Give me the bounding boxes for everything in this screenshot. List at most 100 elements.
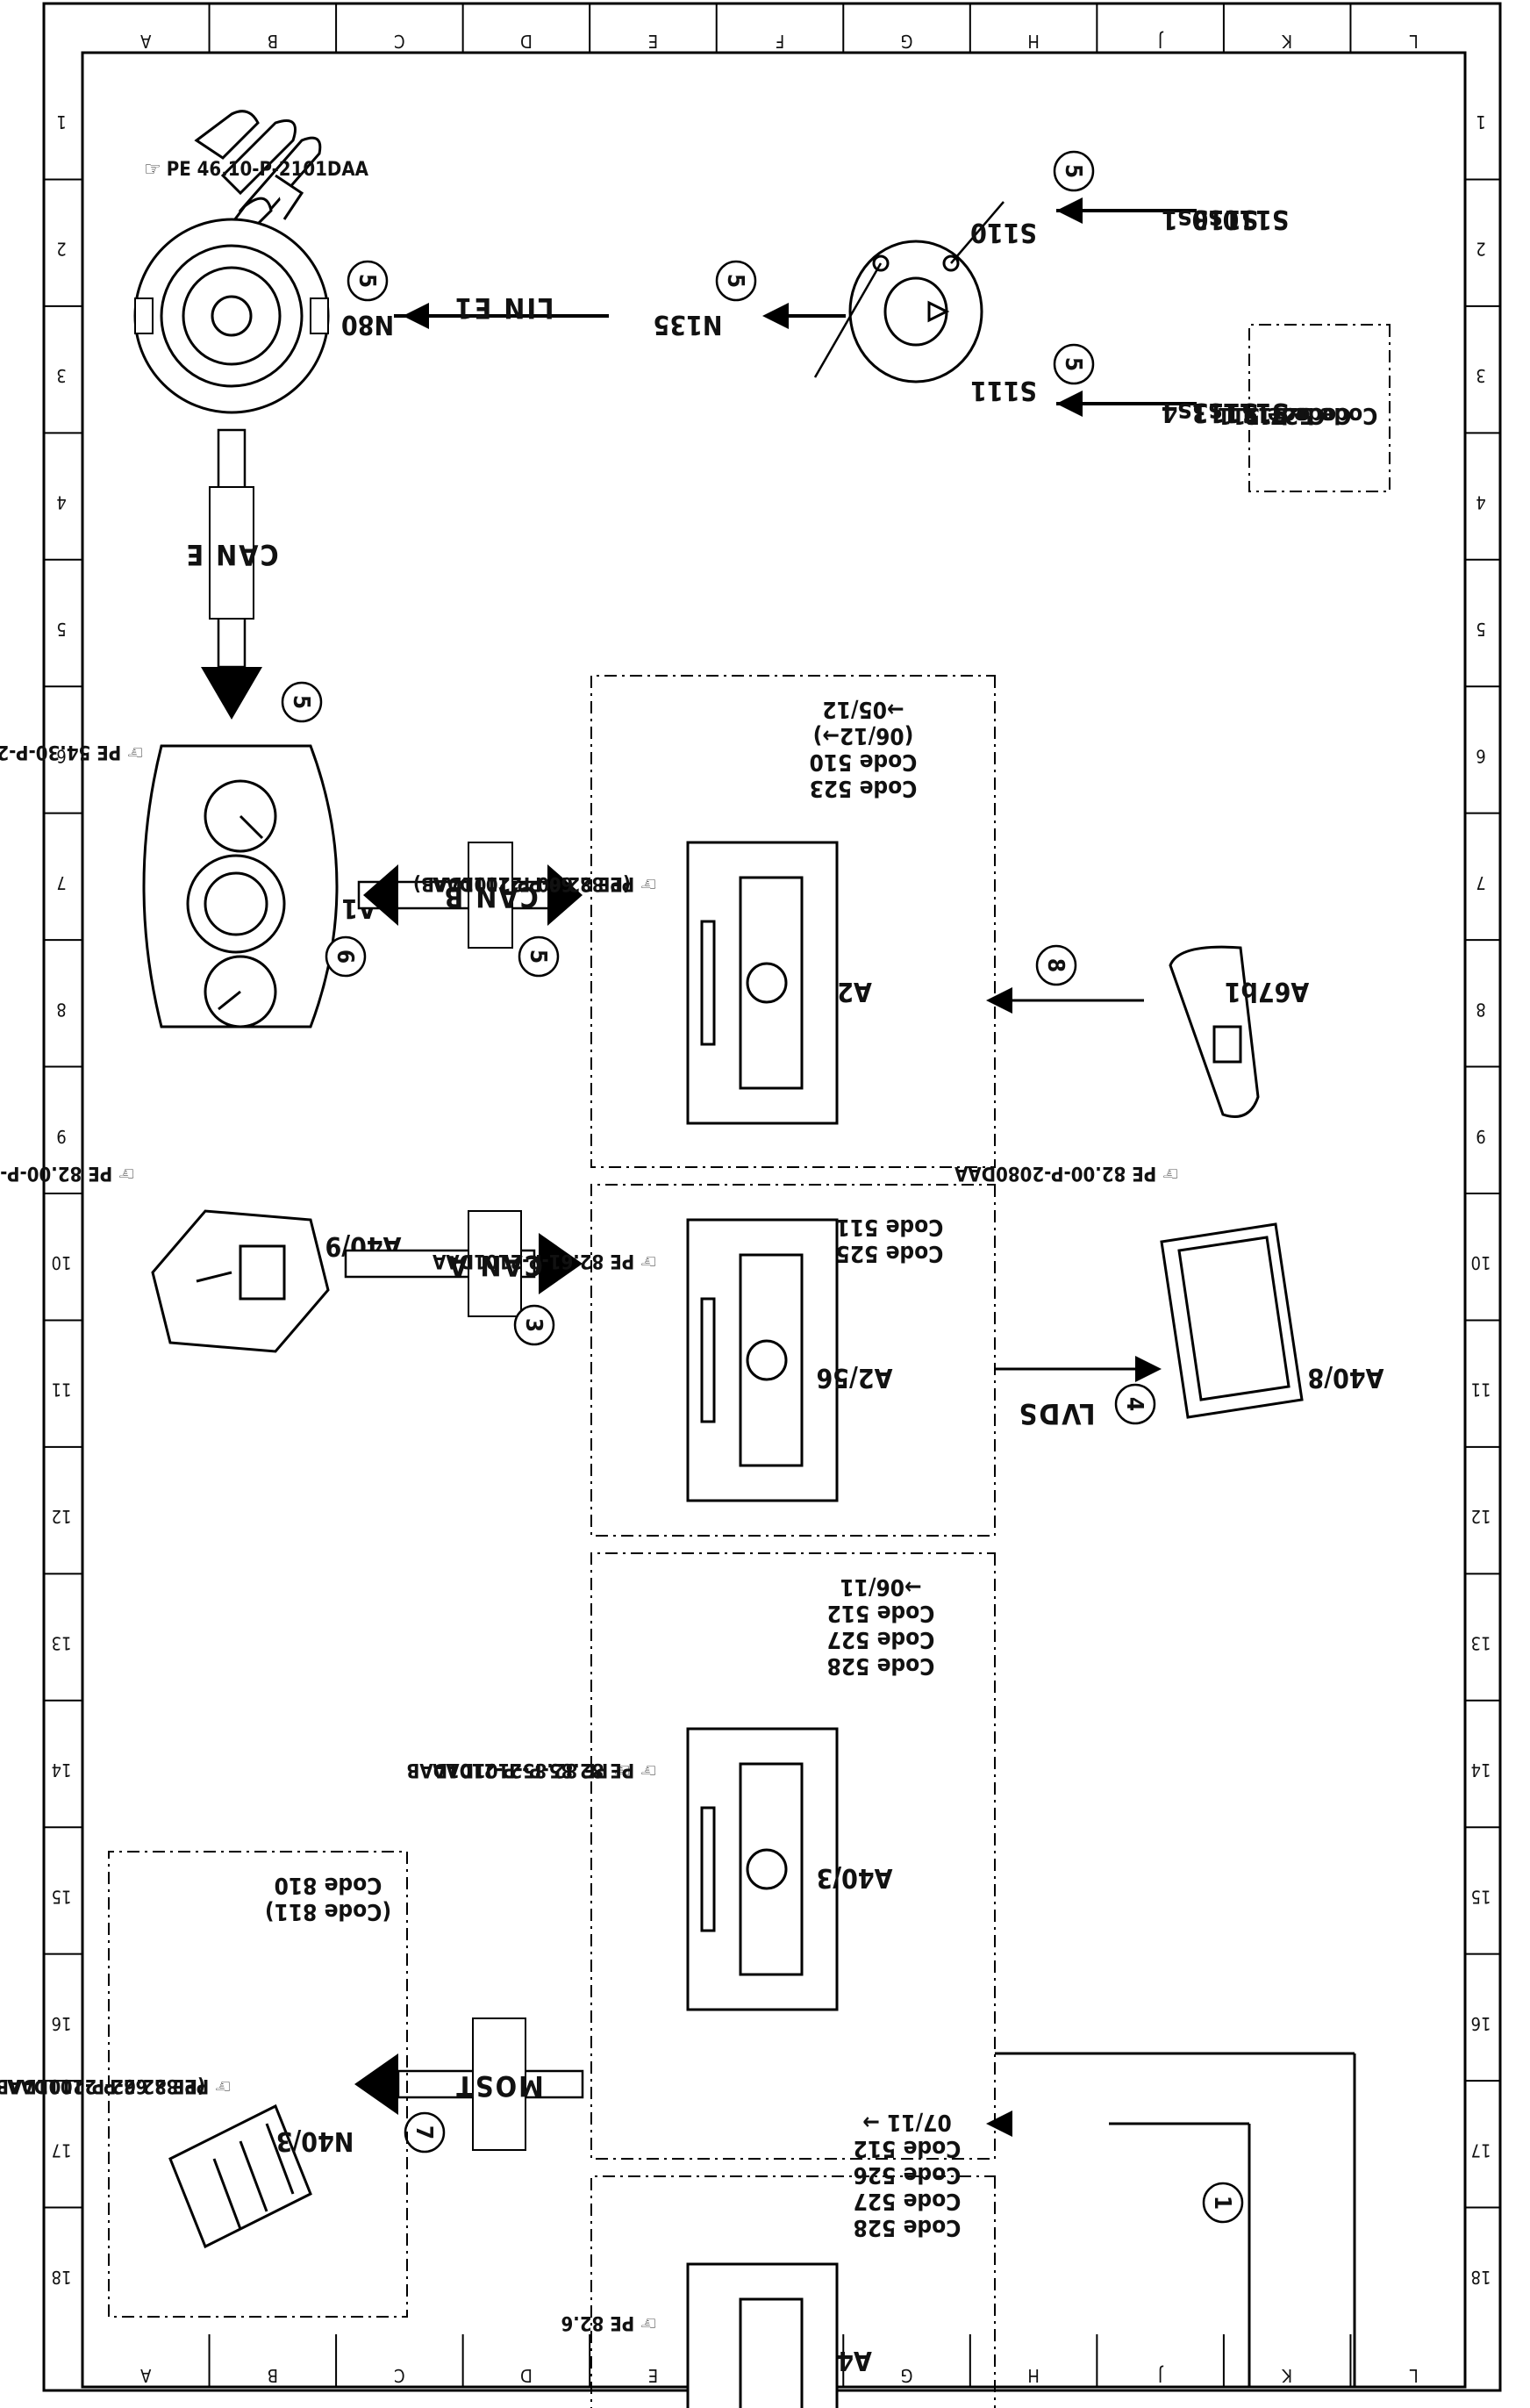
a2-code-3: Code 510 (810, 749, 918, 775)
grid-row-label: 16 (52, 2013, 72, 2034)
lower-code-box (590, 2175, 996, 2408)
a40-3-code-box (590, 1552, 996, 2160)
can-a-label: CAN A (447, 1249, 543, 1282)
a40-3-head-unit[interactable]: →06/11 Code 512 Code 527 Code 528 A40/3 … (406, 1552, 996, 2160)
a2-56-code-box (590, 1184, 996, 1537)
s110-switch-group[interactable]: S110 5 S110s1 S110s3 (950, 150, 1290, 264)
s110-label: S110 (970, 217, 1037, 247)
grid-row-label: 9 (1476, 1126, 1485, 1147)
head-unit-icon (686, 2262, 839, 2408)
grid-row-label: 9 (56, 1126, 66, 1147)
s110s1-label: S110s1 (1162, 204, 1259, 234)
grid-row-label: 12 (1471, 1506, 1491, 1527)
s110-circle-number: 5 (1060, 164, 1086, 178)
a40-9-device-icon (151, 1209, 330, 1353)
lower-code-2: Code 512 (854, 2135, 962, 2161)
a2-head-unit[interactable]: →05/12 (06/12→) Code 510 Code 523 A2 ☞PE… (413, 675, 996, 1168)
display-screen-icon (1160, 1222, 1304, 1419)
a2-code-box (590, 675, 996, 1168)
a40-3-ref-2: ☞PE 82.85-P-2101DAB (406, 1759, 631, 1781)
s111s3-label: S111s3 (1192, 397, 1290, 427)
can-e-label-box (209, 486, 254, 620)
grid-column-label: D (520, 31, 533, 52)
n80-circle-number: 5 (354, 274, 380, 288)
a40-8-ref: ☞PE 82.00-P-2080DAA (954, 1162, 1179, 1184)
n135-module[interactable]: 5 N135 (654, 260, 846, 340)
s111-label: S111 (970, 375, 1037, 405)
s110s3-label: S110s3 (1192, 204, 1290, 234)
amplifier-icon (168, 2103, 312, 2249)
grid-row-label: 15 (1471, 1886, 1491, 1907)
head-unit-icon (686, 841, 839, 1125)
can-a-label-box (468, 1210, 522, 1317)
grid-column-label: C (394, 31, 405, 52)
n40-3-ref-2: (PE 82.62-P-2101DAB) (0, 2075, 205, 2096)
grid-row-label: 10 (1471, 1252, 1491, 1273)
lvds-circle-number: 4 (1121, 1397, 1148, 1411)
can-b-circle-in (325, 935, 367, 978)
rear-view-mirror-icon (1169, 945, 1260, 1118)
lower-circle-marker (1202, 2182, 1244, 2224)
grid-row-label: 3 (56, 365, 66, 386)
lvds-circle-marker (1114, 1383, 1156, 1425)
grid-row-label: 8 (56, 999, 66, 1020)
s111-code-1: Code 511 (1218, 402, 1326, 428)
a67b1-circle-number: 8 (1042, 958, 1069, 972)
a67b1-camera[interactable]: A67b1 8 (986, 944, 1309, 1118)
a40-3-ref-1: ☞PE 82.85-P-2101DAA (432, 1759, 657, 1781)
grid-row-label: 6 (56, 745, 66, 766)
grid-column-label: H (1027, 2365, 1040, 2386)
grid-row-label: 2 (56, 239, 66, 260)
n80-steering-column-module[interactable]: ☞PE 46.10-P-2101DAA 5 N80 (133, 110, 394, 414)
lower-label-partial: A4 (837, 2345, 872, 2376)
n80-ref: ☞PE 46.10-P-2101DAA (144, 159, 369, 181)
grid-row-label: 16 (1471, 2013, 1491, 2034)
a2-code-4: Code 523 (810, 775, 918, 801)
a1-instrument-cluster[interactable]: ☞PE 54.30-P-2101DAA A1 (0, 741, 376, 1028)
grid-row-label: 5 (56, 619, 66, 640)
can-b-circle-out-number: 5 (525, 950, 551, 964)
grid-column-label: J (1158, 2365, 1163, 2386)
grid-column-label: F (776, 31, 784, 52)
a40-9-ref: ☞PE 82.00-P-2060DAA (0, 1162, 135, 1184)
grid-column-label: B (268, 2365, 278, 2386)
grid-row-label: 14 (1471, 1759, 1491, 1781)
n40-3-label: N40/3 (276, 2125, 354, 2156)
grid-column-label: H (1027, 31, 1040, 52)
lin-e1-connection: LIN E1 (394, 291, 609, 329)
s111-code-3: Code 527 (1270, 402, 1378, 428)
grid-row-label: 10 (52, 1252, 72, 1273)
n40-3-amplifier[interactable]: Code 810 (Code 811) N40/3 ☞PE 82.62-P-21… (0, 1851, 408, 2318)
most-circle-marker (404, 2111, 446, 2154)
s111-circle-number: 5 (1060, 357, 1086, 371)
a40-3-code-3: Code 527 (827, 1626, 935, 1652)
n80-circle-marker (347, 260, 389, 302)
most-label: MOST (454, 2069, 544, 2103)
a40-3-code-1: →06/11 (840, 1573, 921, 1600)
lower-head-unit-partial[interactable]: 1 07/11 → Code 512 Code 526 Code 527 Cod… (561, 2052, 1356, 2408)
a2-56-head-unit[interactable]: Code 511 Code 525 A2/56 ☞PE 82.61-P-2101… (432, 1184, 996, 1537)
can-a-connection: CAN A 3 (344, 1210, 583, 1346)
n135-label: N135 (654, 309, 723, 340)
can-b-connection: CAN B 6 5 (325, 842, 583, 978)
lvds-connection: LVDS 4 (995, 1356, 1162, 1430)
can-e-label: CAN E (184, 538, 278, 571)
grid-row-label: 6 (1476, 745, 1485, 766)
n40-3-code-2: (Code 811) (265, 1898, 391, 1924)
steering-column-switch-icon (133, 110, 330, 414)
grid-column-label: C (394, 2365, 405, 2386)
a67b1-circle-marker (1035, 944, 1077, 986)
grid-column-label: E (648, 2365, 658, 2386)
s111-switch-group[interactable]: S111 5 S111s4 S111s3 Code 511 Code 512 C… (813, 262, 1391, 492)
grid-row-label: 1 (1476, 111, 1485, 133)
lower-code-4: Code 527 (854, 2188, 962, 2214)
grid-row-label: 4 (1476, 492, 1485, 513)
grid-labels: LLKKJJHHGGFFEEDDCCBBAA112233445566778899… (52, 31, 1491, 2386)
a40-3-code-4: Code 528 (827, 1652, 935, 1679)
grid-row-label: 12 (52, 1506, 72, 1527)
a40-8-display[interactable]: A40/8 ☞PE 82.00-P-2080DAA (954, 1162, 1384, 1419)
grid-row-label: 3 (1476, 365, 1485, 386)
lin-e1-label: LIN E1 (454, 291, 554, 325)
grid-column-label: J (1158, 31, 1163, 52)
grid-row-label: 18 (1471, 2267, 1491, 2288)
